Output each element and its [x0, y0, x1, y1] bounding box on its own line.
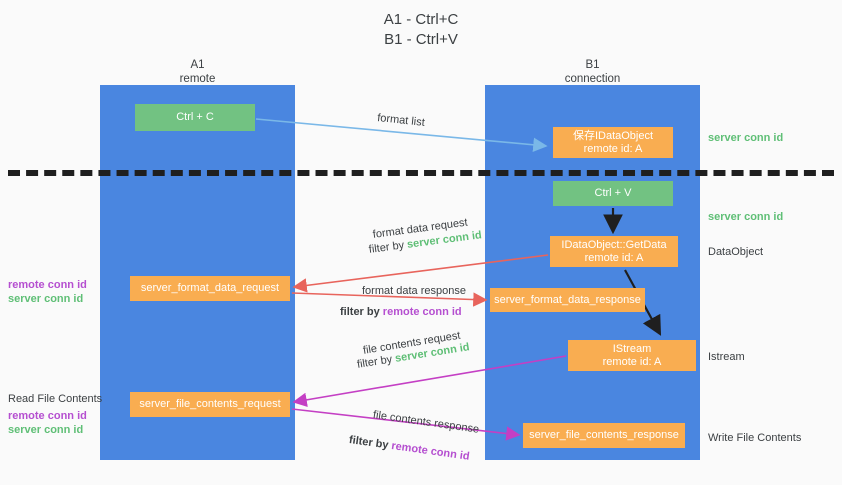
box-server-format-data-response-label: server_format_data_response	[494, 293, 641, 306]
title-line-2: B1 - Ctrl+V	[384, 31, 458, 48]
right-label-istream: Istream	[708, 351, 745, 363]
right-label-server-conn-id-top: server conn id	[708, 132, 784, 144]
left-label-server-conn-id-2: server conn id	[8, 424, 84, 436]
edge-label-format-data-response: format data response	[362, 285, 466, 297]
left-label-server-conn-id-1: server conn id	[8, 293, 84, 305]
box-idataobject[interactable]: 保存IDataObject remote id: A	[553, 127, 673, 158]
page-title: A1 - Ctrl+C B1 - Ctrl+V	[0, 10, 842, 50]
box-server-file-contents-request[interactable]: server_file_contents_request	[130, 392, 290, 417]
box-server-format-data-request[interactable]: server_format_data_request	[130, 276, 290, 301]
box-ctrl-v-label: Ctrl + V	[594, 187, 632, 199]
left-label-conn-ids-top: remote conn id server conn id	[8, 278, 87, 306]
box-idataobject-getdata[interactable]: IDataObject::GetData remote id: A	[550, 236, 678, 267]
box-istream[interactable]: IStream remote id: A	[568, 340, 696, 371]
column-header-a1: A1 remote	[100, 58, 295, 86]
edge-label-format-data-response-filter: filter by remote conn id	[340, 305, 462, 319]
arrow-format-data-request	[292, 254, 549, 293]
left-label-conn-ids-bottom: remote conn id server conn id	[8, 409, 87, 437]
filter-key-remote-conn-id: remote conn id	[382, 306, 462, 318]
box-ctrl-c[interactable]: Ctrl + C	[135, 104, 255, 131]
box-server-file-contents-response-label: server_file_contents_response	[529, 429, 679, 441]
arrow-file-contents-request	[292, 355, 567, 407]
column-header-b1: B1 connection	[485, 58, 700, 86]
box-istream-label: IStream remote id: A	[602, 342, 662, 368]
box-server-file-contents-request-label: server_file_contents_request	[139, 398, 281, 410]
box-ctrl-v[interactable]: Ctrl + V	[553, 181, 673, 206]
box-server-format-data-request-label: server_format_data_request	[140, 282, 280, 294]
right-label-dataobject: DataObject	[708, 246, 764, 258]
box-idataobject-label: 保存IDataObject remote id: A	[572, 129, 654, 155]
left-label-remote-conn-id-1: remote conn id	[8, 279, 87, 291]
left-label-read-file-contents: Read File Contents	[8, 393, 103, 405]
dashed-divider	[8, 170, 834, 176]
arrow-format-data-response	[291, 292, 488, 307]
column-a1-name: A1	[190, 59, 205, 71]
right-label-server-conn-id-mid: server conn id	[708, 211, 784, 223]
arrow-file-contents-response	[291, 408, 521, 441]
box-ctrl-c-label: Ctrl + C	[176, 111, 214, 123]
box-server-format-data-response[interactable]: server_format_data_response	[490, 288, 645, 312]
column-b1-sub: connection	[564, 73, 621, 85]
right-label-write-file-contents: Write File Contents	[708, 432, 802, 444]
box-server-file-contents-response[interactable]: server_file_contents_response	[523, 423, 685, 448]
column-a1-sub: remote	[179, 73, 216, 85]
title-line-1: A1 - Ctrl+C	[383, 11, 459, 28]
left-label-remote-conn-id-2: remote conn id	[8, 410, 87, 422]
box-idataobject-getdata-label: IDataObject::GetData remote id: A	[561, 238, 667, 264]
column-b1-name: B1	[585, 59, 600, 71]
filter-prefix: filter by	[340, 306, 383, 318]
arrow-format-list	[255, 118, 548, 152]
